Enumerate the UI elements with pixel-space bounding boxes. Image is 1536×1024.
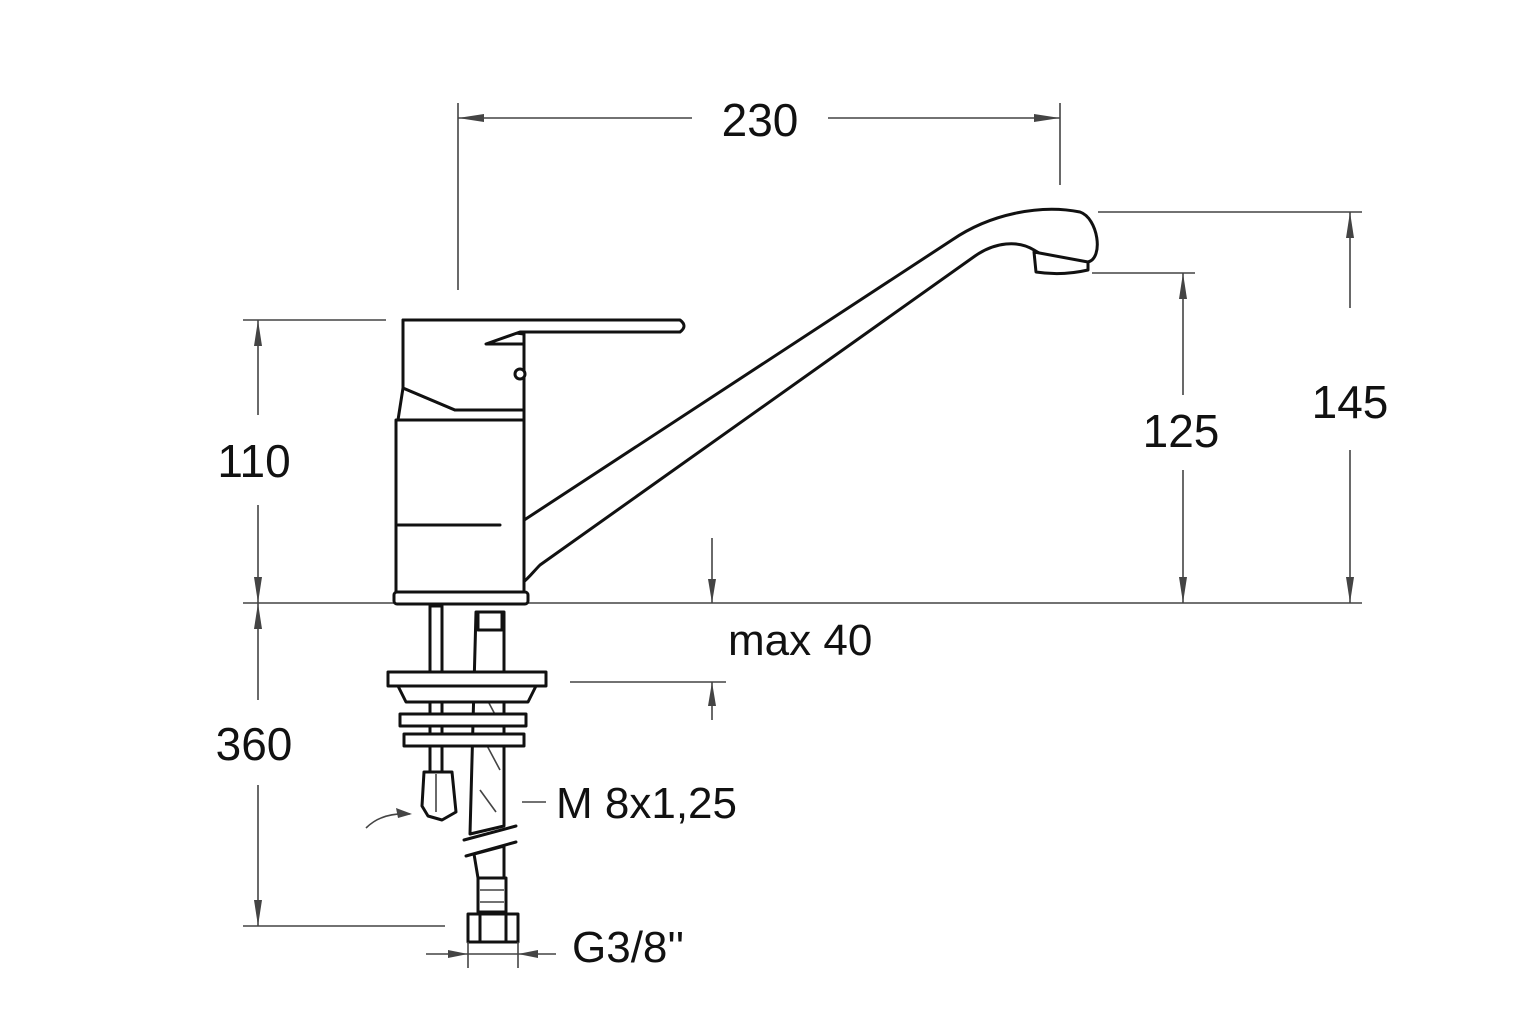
mounting-assembly: G3/8'' M 8x1,25 [365,604,737,972]
arrow-down-icon [254,577,262,603]
dimension-125: 125 [1092,272,1220,603]
dimension-145: 145 [1098,211,1389,603]
arrow-up-icon [1346,212,1354,238]
arrow-down-icon [1346,577,1354,603]
arrow-up-icon [708,682,716,706]
arrow-down-icon [254,900,262,926]
plate-lower [396,684,538,704]
label-360: 360 [216,718,293,770]
lever-handle [401,318,686,412]
label-110: 110 [217,435,290,487]
spout [498,207,1099,587]
fixing-plate [386,670,548,688]
hose-ferrule [476,876,508,914]
arrow-down-icon [708,579,716,603]
arrow-up-icon [254,320,262,346]
arrow-head-icon [396,808,412,818]
arrow-left-icon [458,114,484,122]
washer-2 [402,732,526,748]
mixer-body [394,418,526,598]
hose-crimp [476,610,504,632]
temperature-indicator-icon [513,367,527,381]
arrow-down-icon [1179,577,1187,603]
dimension-360: 360 [216,603,445,927]
label-230: 230 [722,94,799,146]
fixing-nut [420,770,458,822]
aerator [1032,250,1090,276]
dimension-230: 230 [457,94,1061,290]
base-ring [392,590,530,606]
label-m8: M 8x1,25 [556,779,737,828]
dimension-110: 110 [217,319,386,603]
washer-1 [398,712,528,728]
label-max-40: max 40 [728,616,872,665]
arrow-right-icon [448,950,468,958]
label-145: 145 [1312,376,1389,428]
dimension-max-40: max 40 [570,538,872,720]
label-g38: G3/8'' [572,923,684,972]
arrow-up-icon [254,603,262,629]
hose-connector-nut [466,912,520,944]
hose-lower [472,844,506,880]
ferrule-ridges [480,889,504,903]
faucet-body [392,207,1099,606]
label-125: 125 [1143,405,1220,457]
break-line-upper [462,824,518,842]
arrow-left-icon [518,950,538,958]
arrow-up-icon [1179,273,1187,299]
arrow-right-icon [1034,114,1060,122]
